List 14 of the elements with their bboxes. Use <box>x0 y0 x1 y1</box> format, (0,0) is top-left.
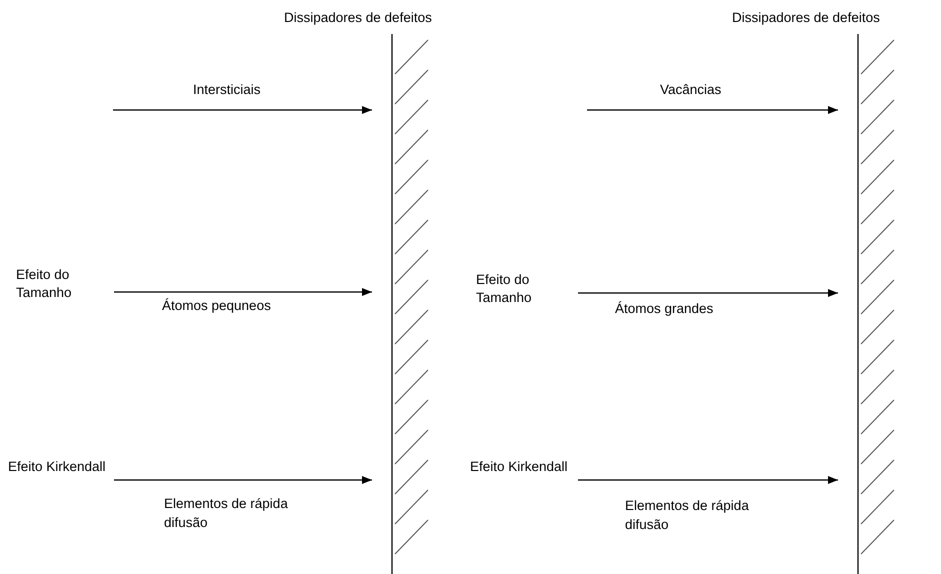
effect-label: Efeito do Tamanho <box>16 266 112 302</box>
wall-heading: Dissipadores de defeitos <box>732 9 880 27</box>
effect-label: Efeito Kirkendall <box>470 458 576 476</box>
edge-label: Átomos grandes <box>615 299 714 318</box>
arrow <box>578 476 838 484</box>
effect-label: Efeito Kirkendall <box>8 458 112 476</box>
arrow <box>578 289 838 297</box>
edge-label: Átomos pequneos <box>162 296 271 315</box>
arrow <box>114 288 372 296</box>
arrow <box>113 106 372 114</box>
effect-label: Efeito do Tamanho <box>476 271 576 307</box>
arrow <box>587 106 838 114</box>
wall-heading: Dissipadores de defeitos <box>284 9 432 27</box>
arrow <box>114 476 372 484</box>
